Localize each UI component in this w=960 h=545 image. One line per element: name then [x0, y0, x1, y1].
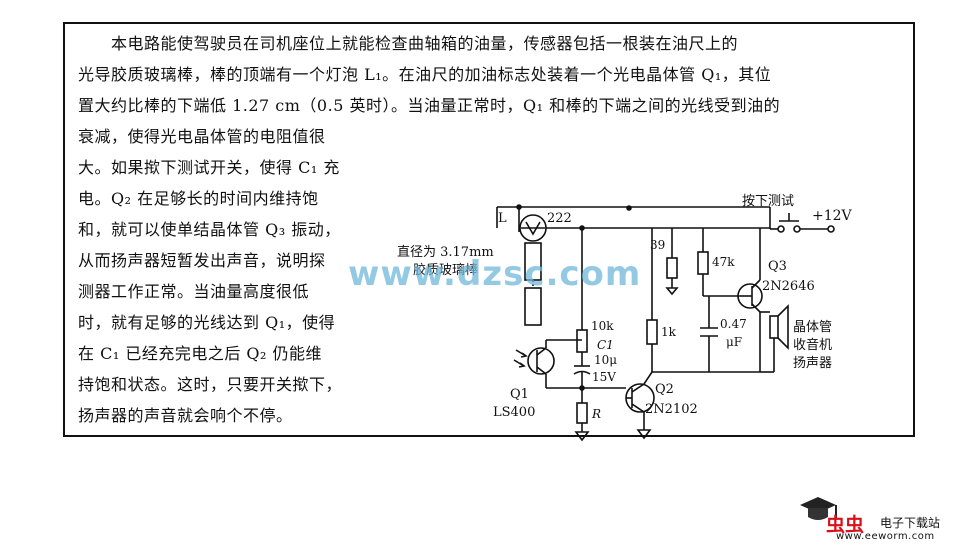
brand-url[interactable]: www.eeworm.com: [836, 531, 935, 542]
junction-dot: [626, 205, 632, 211]
brand-logo-icon: [800, 497, 837, 520]
q1-label: Q1: [510, 387, 529, 402]
supply-label: +12V: [812, 208, 853, 224]
column-line-10: 扬声器的声音就会响个不停。: [78, 406, 293, 425]
resistor-10k: [576, 329, 588, 353]
speaker-cone: [777, 304, 789, 350]
intro-line-2: 光导胶质玻璃棒，棒的顶端有一个灯泡 L₁。在油尺的加油标志处装着一个光电晶体管 …: [78, 65, 772, 84]
column-line-7: 时，就有足够的光线达到 Q₁，使得: [78, 313, 336, 332]
r1k-label: 1k: [661, 325, 677, 339]
r39-label: 39: [650, 238, 665, 252]
c1-value-a: 10μ: [594, 353, 617, 367]
watermark-text: www.dzsc.com: [348, 254, 642, 294]
cap-value-b: μF: [726, 335, 742, 349]
junction-dot: [516, 204, 522, 210]
column-line-8: 在 C₁ 已经充完电之后 Q₂ 仍能维: [78, 344, 323, 363]
ground-icon: [574, 431, 590, 442]
light-arrow-heads: [518, 352, 528, 368]
q2-label: Q2: [655, 382, 674, 397]
column-line-2: 大。如果揿下测试开关，使得 C₁ 充: [78, 158, 340, 177]
q1-transistor-icon: [527, 347, 555, 375]
speaker-label-3: 扬声器: [793, 356, 832, 371]
q2-collector: [631, 383, 645, 393]
ground-icon: [636, 429, 652, 440]
q3-b1: [751, 303, 761, 313]
q3-part-label: 2N2646: [762, 279, 815, 294]
q2-part-label: 2N2102: [645, 402, 698, 417]
column-line-6: 测器工作正常。当油量高度很低: [78, 282, 310, 301]
speaker-icon: [769, 315, 779, 339]
column-line-4: 和，就可以使单结晶体管 Q₃ 振动，: [78, 220, 341, 239]
column-line-9: 持饱和状态。这时，只要开关揿下，: [78, 375, 343, 394]
column-paragraph: 衰减，使得光电晶体管的电阻值很 大。如果揿下测试开关，使得 C₁ 充 电。Q₂ …: [78, 121, 342, 431]
c1-label: C1: [597, 338, 614, 352]
lamp-filament: [525, 221, 541, 236]
c1-value-b: 15V: [592, 370, 616, 384]
resistor-47k: [697, 251, 709, 275]
column-line-5: 从而扬声器短暂发出声音，说明探: [78, 251, 326, 270]
speaker-label-2: 收音机: [793, 337, 832, 353]
switch-contact: [777, 225, 785, 233]
intro-line-1: 本电路能使驾驶员在司机座位上就能检查曲轴箱的油量，传感器包括一根装在油尺上的: [78, 34, 739, 53]
column-line-3: 电。Q₂ 在足够长的时间内维持饱: [78, 189, 319, 208]
test-switch-label: 按下测试: [742, 194, 794, 209]
brand-logo-text: 虫虫: [826, 514, 865, 536]
column-line-1: 衰减，使得光电晶体管的电阻值很: [78, 127, 326, 146]
intro-line-3: 置大约比棒的下端低 1.27 cm（0.5 英时）。当油量正常时，Q₁ 和棒的下…: [78, 96, 781, 115]
speaker-label-1: 晶体管: [793, 320, 832, 335]
resistor-39: [666, 257, 678, 279]
q1-emitter: [536, 366, 547, 375]
lamp-part-label: 222: [547, 211, 572, 226]
cap-value-a: 0.47: [720, 317, 747, 331]
resistor-1k: [646, 319, 658, 345]
wire: [643, 371, 653, 385]
rod-label-2: 胶质玻璃棒: [413, 262, 478, 278]
r-label: R: [591, 407, 601, 421]
q2-emitter: [631, 403, 645, 413]
q3-label: Q3: [768, 259, 787, 274]
ground-icon: [665, 287, 679, 296]
r10k-label: 10k: [591, 319, 614, 333]
q1-part-label: LS400: [493, 405, 535, 420]
r47k-label: 47k: [712, 255, 735, 269]
q3-transistor-icon: [737, 283, 763, 309]
q1-collector: [536, 347, 547, 356]
q3-b2: [751, 279, 761, 289]
rod-label-1: 直径为 3.17mm: [397, 245, 494, 260]
lamp-label: L: [498, 211, 507, 226]
switch-contact: [793, 225, 801, 233]
resistor-r: [576, 402, 588, 424]
supply-terminal: [827, 225, 835, 233]
c1-plate-curved: [573, 370, 591, 375]
intro-paragraph: 本电路能使驾驶员在司机座位上就能检查曲轴箱的油量，传感器包括一根装在油尺上的 光…: [78, 28, 908, 121]
brand-name: 电子下载站: [880, 516, 941, 530]
glass-rod-lower: [524, 287, 542, 326]
content-frame: [63, 22, 915, 437]
